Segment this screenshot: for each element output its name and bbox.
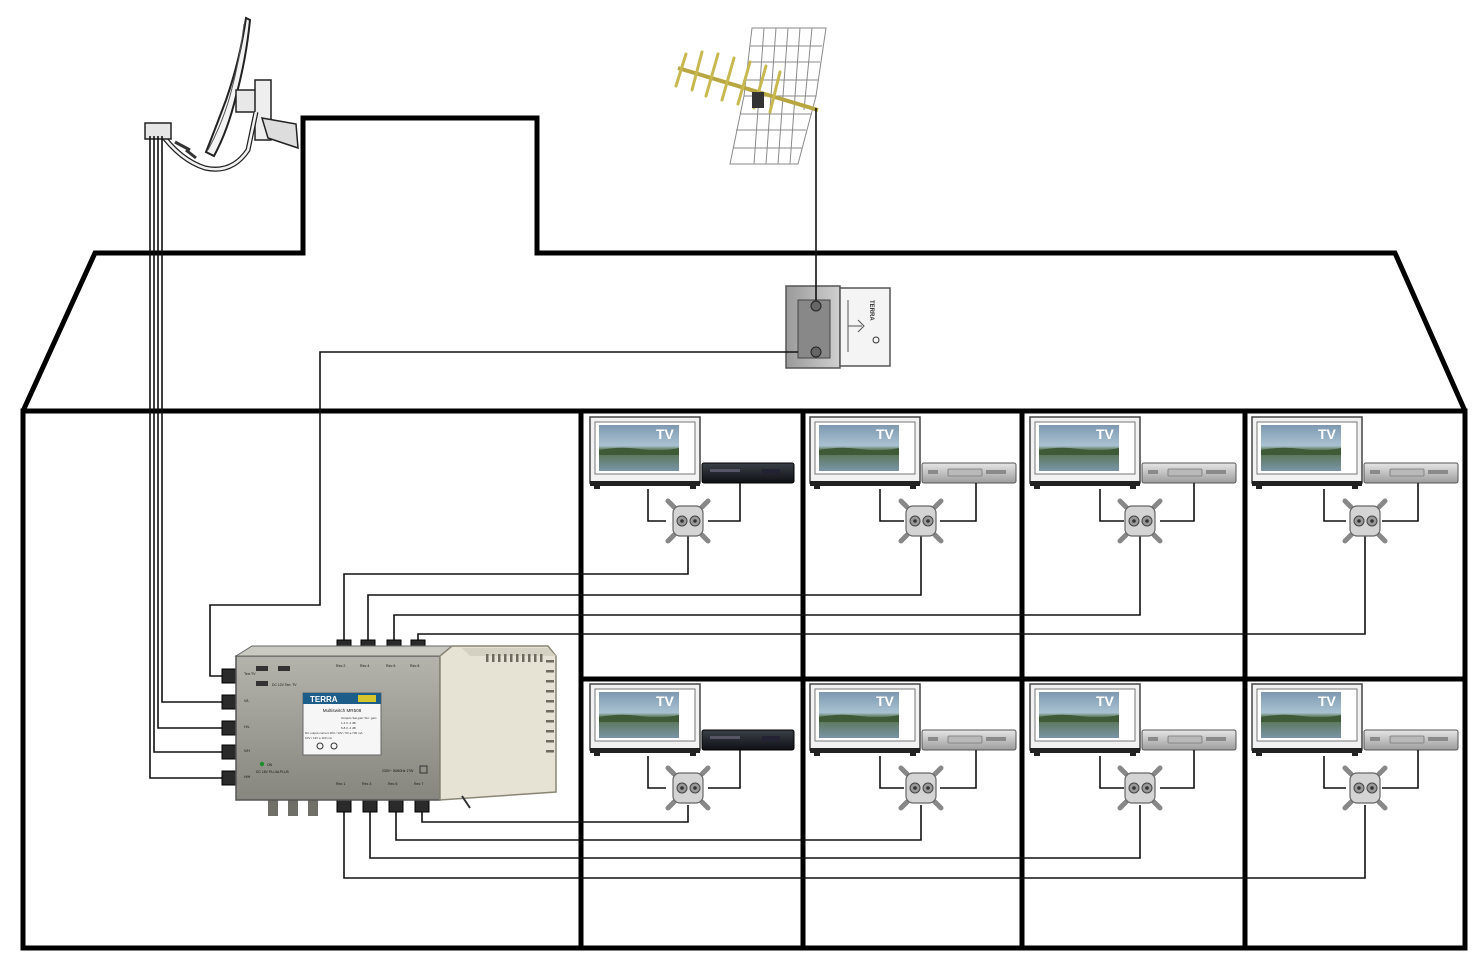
wall-socket <box>668 768 708 808</box>
satellite-receiver <box>701 729 795 751</box>
tv-label: TV <box>1318 693 1337 709</box>
multiswitch-output-labels-top: Rec 2 Rec 4 Rec 6 Rec 8 <box>336 664 419 668</box>
cable-rec3 <box>369 805 1141 859</box>
multiswitch-dc-label: DC 18V PLL/ALPLUS <box>256 770 290 774</box>
svg-text:DC output current 18V / 13V /: DC output current 18V / 13V / 0V ≤ 700 m… <box>305 731 363 735</box>
cable-amplifier-to-multiswitch <box>209 351 798 677</box>
multiswitch: TERRA Multiswitch MR508 Outputs Sat gain… <box>221 639 557 816</box>
television <box>809 683 921 757</box>
television <box>809 416 921 490</box>
television <box>589 416 701 490</box>
tv-label: TV <box>656 426 675 442</box>
cable-rec5 <box>395 805 922 841</box>
tv-label: TV <box>876 426 895 442</box>
multiswitch-model: Multiswitch MR508 <box>323 708 362 713</box>
svg-text:5-8 0..4 dB: 5-8 0..4 dB <box>341 726 356 730</box>
television <box>1251 683 1363 757</box>
television <box>1029 416 1141 490</box>
satellite-receiver <box>1363 729 1459 751</box>
svg-text:V/L: V/L <box>244 699 249 703</box>
multiswitch-power-label: 230V~ 50/60Hz 17W <box>382 769 414 773</box>
room-3: TV <box>1029 416 1237 541</box>
cables <box>149 108 1366 879</box>
satellite-receiver <box>1363 462 1459 484</box>
cable-rec6 <box>393 536 1141 648</box>
svg-text:Rec 7: Rec 7 <box>414 782 423 786</box>
svg-text:Rec 2: Rec 2 <box>336 664 345 668</box>
cable-lnb-bundle <box>149 136 240 779</box>
wall-socket <box>901 501 941 541</box>
satellite-receiver <box>921 729 1017 751</box>
room-2: TV <box>809 416 1017 541</box>
multiswitch-input-labels: Terr.TV V/L H/L V/H H/H <box>244 672 256 779</box>
room-8: TV <box>1251 683 1459 808</box>
multiswitch-power-supply <box>439 645 557 809</box>
svg-text:H/H: H/H <box>244 775 251 779</box>
multiswitch-output-labels-bottom: Rec 1 Rec 3 Rec 5 Rec 7 <box>336 782 423 786</box>
wall-socket <box>1120 768 1160 808</box>
terrestrial-antenna <box>674 27 827 165</box>
mast-amplifier: TERRA <box>785 285 891 369</box>
svg-text:Terr.TV: Terr.TV <box>244 672 256 676</box>
multiswitch-spec-lines: Outputs Sat gain Terr. gain 1-4 0..4 dB … <box>305 716 377 740</box>
multiswitch-on-label: ON <box>267 763 273 767</box>
multiswitch-brand: TERRA <box>310 695 338 704</box>
television <box>1251 416 1363 490</box>
svg-text:10V / 13V ≤ 100 mA: 10V / 13V ≤ 100 mA <box>305 736 332 740</box>
amplifier-brand: TERRA <box>868 300 874 321</box>
room-7: TV <box>1029 683 1237 808</box>
cable-rec4 <box>367 536 922 648</box>
cable-rec8 <box>417 536 1366 648</box>
room-6: TV <box>809 683 1017 808</box>
cable-rec7 <box>421 805 689 823</box>
svg-text:Rec 8: Rec 8 <box>410 664 419 668</box>
tv-label: TV <box>1096 693 1115 709</box>
cable-rec1 <box>343 805 1366 879</box>
house-outline <box>20 115 1468 951</box>
cable-rec2 <box>343 536 689 648</box>
satellite-dish <box>144 16 299 172</box>
multiswitch-dc-out-label: DC 12V Terr. TV <box>272 683 297 687</box>
room-5: TV <box>589 683 795 808</box>
television <box>589 683 701 757</box>
satellite-receiver <box>701 462 795 484</box>
dish-reflector <box>204 16 252 158</box>
tv-label: TV <box>1318 426 1337 442</box>
wall-socket <box>901 768 941 808</box>
svg-text:Rec 6: Rec 6 <box>386 664 395 668</box>
svg-text:Outputs Sat gain Terr. gain: Outputs Sat gain Terr. gain <box>341 716 377 720</box>
tv-label: TV <box>1096 426 1115 442</box>
wall-socket <box>668 501 708 541</box>
room-1: TV <box>589 416 795 541</box>
wall-socket <box>1120 501 1160 541</box>
svg-text:V/H: V/H <box>244 749 250 753</box>
svg-text:1-4 0..4 dB: 1-4 0..4 dB <box>341 721 356 725</box>
satellite-receiver <box>1141 462 1237 484</box>
svg-text:Rec 4: Rec 4 <box>360 664 369 668</box>
wall-socket <box>1345 501 1385 541</box>
antenna-boom <box>677 66 819 112</box>
svg-text:Rec 3: Rec 3 <box>362 782 371 786</box>
television <box>1029 683 1141 757</box>
tv-label: TV <box>876 693 895 709</box>
svg-text:Rec 5: Rec 5 <box>388 782 397 786</box>
tv-label: TV <box>656 693 675 709</box>
svg-text:H/L: H/L <box>244 725 250 729</box>
room-4: TV <box>1251 416 1459 541</box>
satellite-receiver <box>921 462 1017 484</box>
satellite-receiver <box>1141 729 1237 751</box>
roof-and-chimney <box>20 115 1468 413</box>
wall-socket <box>1345 768 1385 808</box>
svg-text:Rec 1: Rec 1 <box>336 782 345 786</box>
